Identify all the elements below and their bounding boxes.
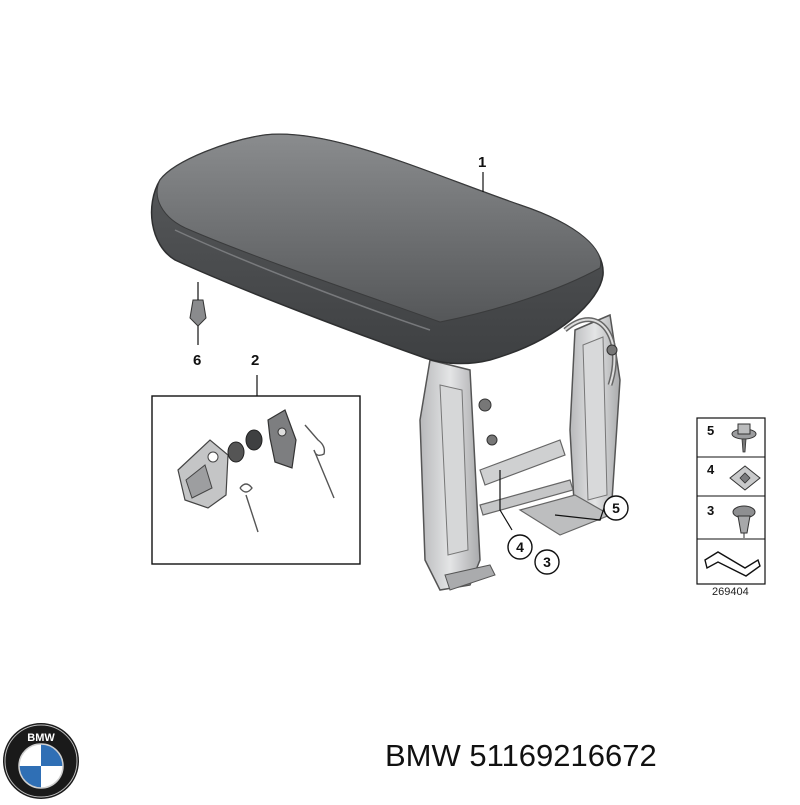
pin-part-6	[189, 282, 207, 345]
callout-circles	[507, 495, 629, 575]
legend-num-5: 5	[707, 423, 714, 438]
caption-part-number: 51169216672	[469, 738, 657, 773]
clip-nut-icon	[729, 465, 761, 491]
latch-bracket-icon	[177, 439, 229, 509]
parts-legend: 5 4 3	[696, 417, 766, 585]
hinge-bracket-frame	[419, 313, 621, 591]
caption-brand: BMW	[385, 738, 461, 773]
spring-icon	[304, 424, 335, 499]
callout-1: 1	[478, 154, 487, 171]
callout-5: 5	[612, 500, 620, 516]
gear-icon	[227, 429, 263, 463]
callout-4: 4	[516, 539, 524, 555]
callout-2: 2	[251, 352, 260, 369]
callout-6: 6	[193, 352, 202, 369]
flange-bolt-icon	[731, 423, 757, 453]
armrest-cushion	[150, 133, 604, 365]
legend-num-4: 4	[707, 462, 715, 477]
bmw-logo: BMW	[3, 723, 79, 799]
spring-icon	[239, 483, 259, 533]
bracket-profile-icon	[704, 551, 761, 577]
bmw-logo-text: BMW	[27, 732, 55, 744]
expanding-rivet-icon	[732, 505, 756, 538]
hinge-kit-box	[151, 395, 361, 565]
callout-3: 3	[543, 554, 551, 570]
diagram-reference-number: 269404	[712, 586, 749, 598]
legend-num-3: 3	[707, 503, 714, 518]
part-caption: BMW 51169216672	[385, 738, 785, 774]
lever-icon	[267, 409, 297, 469]
leader-lines	[256, 172, 605, 531]
